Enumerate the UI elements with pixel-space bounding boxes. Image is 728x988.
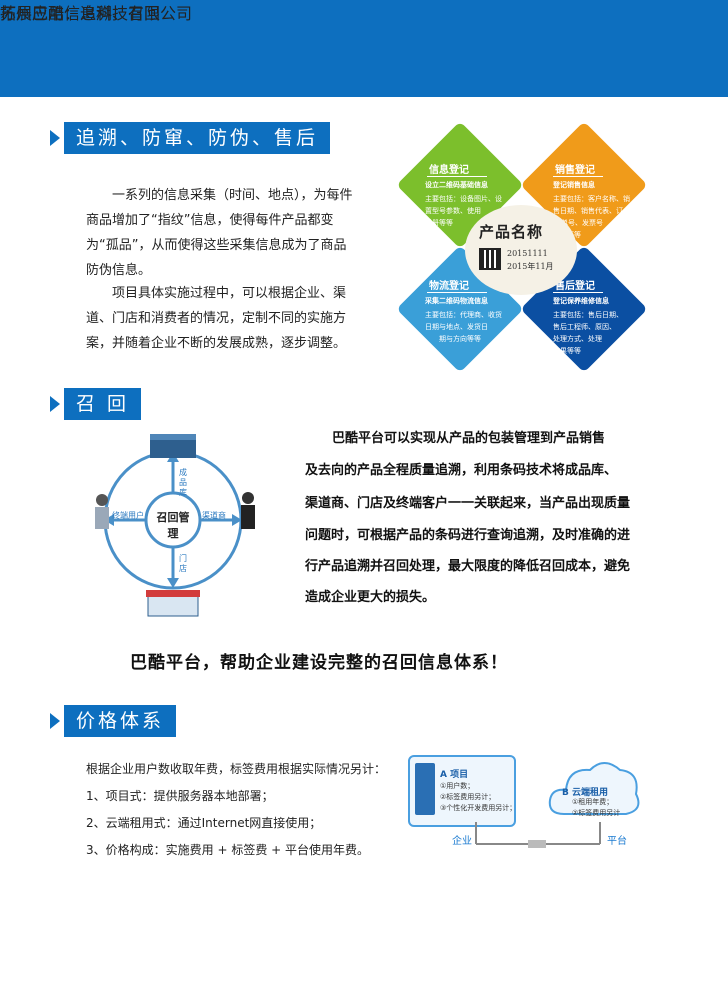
- section-arrow-icon: [50, 396, 60, 412]
- recall-hub: [144, 491, 202, 549]
- petal-info-line-2: 置型号参数、使用: [425, 207, 481, 215]
- petal-aftersales-line: [553, 292, 603, 293]
- project-item-1: ①用户数；: [440, 782, 475, 790]
- section-arrow-icon: [50, 130, 60, 146]
- petal-logistics-line-3: 期与方向等等: [439, 335, 481, 343]
- cloud-icon: [548, 762, 640, 815]
- product-date-2: 2015年11月: [507, 262, 554, 271]
- petal-logistics-line: [427, 292, 487, 293]
- cloud-item-1: ①租用年费；: [572, 798, 614, 806]
- dealer-icon: [242, 492, 254, 504]
- section-title-trace: 追溯、防窜、防伪、售后: [64, 122, 331, 154]
- petal-info-title: 信息登记: [429, 165, 469, 176]
- petal-logistics-line-1: 主要包括：代理商、收货: [425, 311, 502, 319]
- recall-text-line-5: 行产品追溯并召回处理，最大限度的降低召回成本，避免: [305, 559, 631, 574]
- node-warehouse: 成品库: [179, 468, 187, 497]
- petal-info-subtitle: 设立二维码基础信息: [425, 181, 488, 189]
- store-icon: [147, 593, 199, 617]
- product-name: 产品名称: [479, 223, 544, 241]
- user-body: [95, 507, 109, 529]
- section-title-recall: 召 回: [64, 388, 142, 420]
- warehouse-roof: [150, 434, 196, 440]
- section-title-pricing: 价格体系: [64, 705, 177, 737]
- trace-paragraph-2: 项目具体实施过程中，可以根据企业、渠道、门店和消费者的情况，定制不同的实施方案，…: [86, 286, 347, 351]
- petal-logistics-subtitle: 采集二维码物流信息: [425, 297, 488, 305]
- header-underline: [0, 0, 728, 1]
- project-item-2: ②标签费用另计；: [440, 793, 496, 801]
- petal-aftersales-title: 售后登记: [555, 281, 595, 292]
- recall-text-line-4: 问题时，可根据产品的条码进行查询追溯，及时准确的进: [305, 528, 631, 543]
- pricing-line-3: 2、云端租用式：通过Internet网直接使用；: [86, 816, 322, 830]
- page-title: 拓展应用：追溯、召回: [0, 4, 161, 23]
- petal-aftersales-subtitle: 登记保养维修信息: [553, 297, 609, 305]
- pricing-line-1: 根据企业用户数收取年费，标签费用根据实际情况另计：: [86, 762, 387, 776]
- pricing-line-2: 1、项目式：提供服务器本地部署；: [86, 789, 274, 803]
- enterprise-label: 企业: [452, 836, 472, 847]
- recall-hub-label: 召回管理: [156, 511, 190, 540]
- qr-code-icon: [479, 248, 501, 270]
- network-node-icon: [528, 840, 546, 848]
- petal-aftersales-line-2: 售后工程师、原因、: [553, 323, 616, 331]
- petal-info-line: [427, 176, 487, 177]
- recall-diagram: 召回管理 成品库 渠道商 门店 终端用户: [88, 430, 278, 620]
- petal-sales-line-2: 售日期、销售代表、订: [553, 207, 623, 215]
- petal-sales-line-1: 主要包括：客户名称、销: [553, 195, 630, 203]
- trace-diagram: 信息登记 设立二维码基础信息 主要包括：设备图片、设 置型号参数、使用 手册等等…: [395, 121, 650, 375]
- store-awning: [146, 590, 200, 597]
- project-title: A 项目: [440, 770, 469, 780]
- arrow-down-icon: [167, 578, 179, 588]
- node-store: 门店: [179, 554, 187, 573]
- cloud-title: B 云端租用: [562, 788, 608, 798]
- warehouse-icon: [150, 438, 196, 458]
- recall-text-line-3: 渠道商、门店及终端客户一一关联起来，当产品出现质量: [305, 496, 631, 511]
- petal-sales-title: 销售登记: [555, 165, 595, 176]
- company-name: 苏州巴酷信息科技有限公司: [0, 4, 193, 23]
- petal-aftersales-line-1: 主要包括：售后日期、: [553, 311, 623, 319]
- recall-diagram-svg: [95, 434, 255, 617]
- petal-sales-line: [553, 176, 603, 177]
- petal-sales-subtitle: 登记销售信息: [553, 181, 595, 189]
- petal-sales-line-3: 单号、发票号: [561, 219, 603, 227]
- header-divider: [0, 0, 728, 50]
- recall-slogan: 巴酷平台，帮助企业建设完整的召回信息体系！: [130, 653, 508, 673]
- cloud-item-2: ②标签费用另计: [572, 809, 621, 817]
- recall-text-line-2: 及去向的产品全程质量追溯，利用条码技术将成品库、: [305, 463, 618, 478]
- project-item-3: ③个性化开发费用另计；: [440, 804, 517, 812]
- node-dealer: 渠道商: [202, 511, 226, 520]
- product-date-1: 20151111: [507, 249, 548, 258]
- server-icon: [415, 763, 435, 815]
- petal-info-line-3: 手册等等: [425, 219, 453, 227]
- pricing-list: 根据企业用户数收取年费，标签费用根据实际情况另计： 1、项目式：提供服务器本地部…: [86, 756, 386, 864]
- pricing-line-4: 3、价格构成：实施费用 + 标签费 + 平台使用年费。: [86, 843, 370, 857]
- user-icon: [96, 494, 108, 506]
- dealer-body: [241, 505, 255, 529]
- trace-paragraph-1: 一系列的信息采集（时间、地点），为每件商品增加了“指纹”信息，使得每件产品都变为…: [86, 188, 353, 278]
- node-user: 终端用户: [112, 511, 144, 520]
- recall-text-line-6: 造成企业更大的损失。: [305, 590, 436, 605]
- arrow-right-icon: [232, 514, 242, 526]
- connection-lines: [475, 822, 601, 848]
- recall-text-line-1: 巴酷平台可以实现从产品的包装管理到产品销售: [332, 431, 606, 446]
- petal-logistics-line-2: 日期与地点、发货日: [425, 323, 488, 331]
- platform-label: 平台: [607, 836, 627, 847]
- petal-info-line-1: 主要包括：设备图片、设: [425, 195, 502, 203]
- petal-aftersales-line-3: 处理方式、处理: [553, 335, 602, 343]
- project-items: ①用户数； ②标签费用另计； ③个性化开发费用另计；: [440, 781, 516, 814]
- cloud-items: ①租用年费； ②标签费用另计: [572, 797, 620, 819]
- cloud-shape: [548, 762, 640, 815]
- section-arrow-icon: [50, 713, 60, 729]
- petal-aftersales-line-4: 结果等等: [553, 347, 581, 355]
- petal-logistics-title: 物流登记: [429, 281, 469, 292]
